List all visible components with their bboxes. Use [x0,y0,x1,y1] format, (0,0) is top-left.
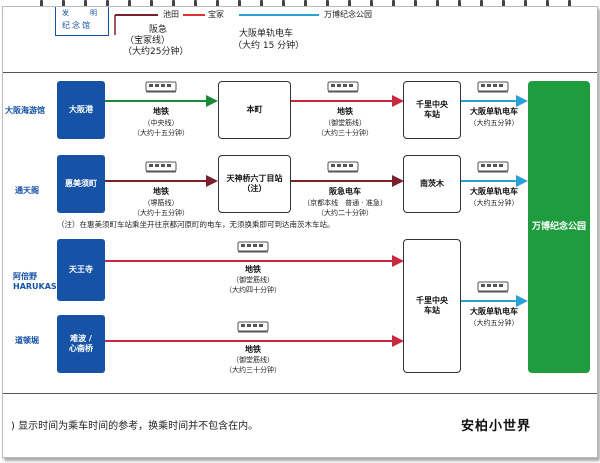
route-r3-name: 地铁 [245,265,261,274]
legend-label-line-2: 明 [90,9,97,17]
route-r2-a-time: （大约十五分钟） [133,209,189,217]
train-icon [327,81,359,93]
train-icon [237,321,269,333]
route-r1-a-time: （大约十五分钟） [133,129,189,137]
train-icon [145,81,177,93]
route-r3-time: （大约四十分钟） [225,286,281,294]
train-icon [327,161,359,173]
binder-rings [0,0,600,14]
legend-takarazuka: 宝冢 [208,10,224,19]
route-r2-b-name: 阪急电车 [329,187,361,196]
station-box-senri-top: 千里中央车站 [403,81,461,139]
legend-hankyu-time: （大约25分钟） [123,47,189,57]
route-r1-b-time: （大约三十分钟） [317,129,373,137]
origin-label-tsutenkaku: 通天阁 [15,186,39,195]
route-r3-line: （御堂筋线） [232,276,274,284]
legend-label-line-1: 发 [62,9,69,17]
diagram-frame: 发 明 纪念馆 池田 宝冢 万博纪念公园 阪急 （宝冢线） （大约25分钟） 大… [2,6,598,458]
train-icon [477,161,509,173]
route-r2-b-time: （大约二十分钟） [317,209,373,217]
station-box-minamiibaraki: 南茨木 [403,155,461,213]
station-box-namba: 难波 /心斋桥 [57,315,105,373]
route-r4-name: 地铁 [245,345,261,354]
legend-hankyu-name: 阪急 [149,25,168,35]
train-icon [477,281,509,293]
legend-monorail-name: 大阪单轨电车 [239,29,294,39]
legend-label-box: 发 明 纪念馆 [55,7,109,36]
station-box-senri-bottom: 千里中央车站 [403,239,461,373]
route-r1-a-line: （中央线） [143,119,179,127]
footer-note: ) 显示时间为乘车时间的参考，换乘时间并不包含在内。 [11,421,259,432]
route-r2-c-name: 大阪单轨电车 [470,187,518,196]
station-box-tenjinbashi: 天神桥六丁目站（注） [218,155,291,213]
station-box-tennoji: 天王寺 [57,239,105,301]
legend-ikeda: 池田 [163,10,179,19]
route-r2-b-line: （京都本线 普通 · 准急） [303,199,387,207]
route-r34-c-name: 大阪单轨电车 [470,307,518,316]
route-r2-a-line: （堺筋线） [143,199,179,207]
legend-monorail-time: （大约 15 分钟） [233,41,305,51]
route-r1-a-name: 地铁 [153,107,169,116]
route-r1-c-time: （大约五分钟） [469,119,519,127]
route-r2-c-time: （大约五分钟） [469,199,519,207]
origin-label-kaiyukan: 大阪海游馆 [5,106,45,115]
main-panel-border [3,72,597,394]
watermark: 安柏小世界 [461,419,532,434]
route-r2-a-name: 地铁 [153,187,169,196]
legend-banpaku: 万博纪念公园 [324,10,372,19]
route-r4-line: （御堂筋线） [232,356,274,364]
station-box-osakako: 大阪港 [57,81,105,139]
origin-label-dotonbori: 道顿堀 [15,336,39,345]
route-r1-b-line: （御堂筋线） [324,119,366,127]
route-r4-time: （大约三十分钟） [225,366,281,374]
station-box-ebisucho: 惠美须町 [57,155,105,213]
legend-hankyu-line: （宝冢线） [125,36,171,46]
route-r1-b-name: 地铁 [337,107,353,116]
route-r34-c-time: （大约五分钟） [469,319,519,327]
route-lines-svg [105,14,528,347]
legend-label-line-3: 纪念馆 [62,21,92,30]
train-icon [145,161,177,173]
station-box-destination: 万博纪念公园 [528,81,590,373]
route-r1-c-name: 大阪单轨电车 [470,107,518,116]
station-box-honmachi: 本町 [218,81,291,139]
transfer-note: （注）在惠美须町车站乘坐开往京都河原町的电车，无须换乘即可到达南茨木车站。 [57,220,335,229]
train-icon [477,81,509,93]
train-icon [237,241,269,253]
